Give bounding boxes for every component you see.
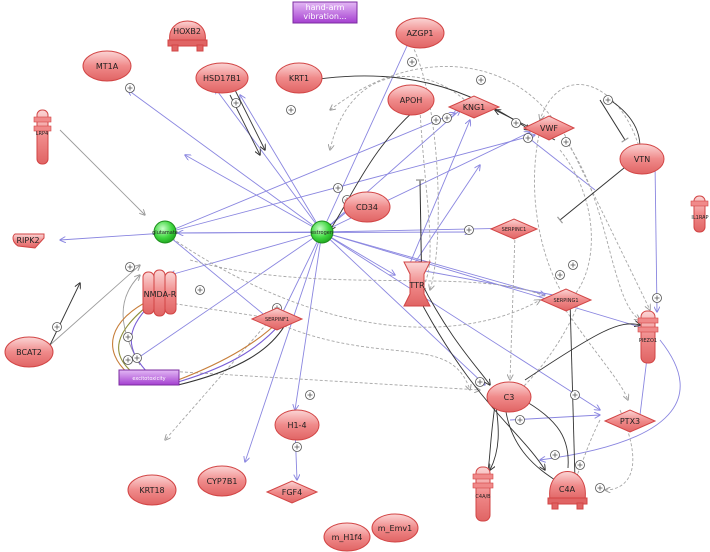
- node-apoh-label: APOH: [400, 96, 423, 105]
- node-m-emv1-label: m_Emv1: [378, 524, 412, 533]
- node-estrogen[interactable]: estrogen: [310, 220, 334, 244]
- node-mt1a[interactable]: MT1A: [82, 50, 132, 82]
- node-serping1[interactable]: SERPING1: [539, 288, 593, 312]
- node-kng1[interactable]: KNG1: [447, 95, 501, 119]
- node-cyp7b1[interactable]: CYP7B1: [197, 465, 247, 497]
- node-vtn-label: VTN: [634, 155, 650, 164]
- node-vtn[interactable]: VTN: [619, 143, 665, 175]
- node-left-receptor-label: LRP4: [36, 131, 48, 137]
- node-left-receptor[interactable]: LRP4: [33, 109, 52, 165]
- node-ttr[interactable]: TTR: [403, 261, 431, 307]
- edge-layer: [49, 35, 681, 493]
- node-fgf4-label: FGF4: [282, 488, 303, 497]
- node-azgp1[interactable]: AZGP1: [395, 17, 445, 49]
- node-cd34-label: CD34: [356, 203, 378, 212]
- node-m-emv1[interactable]: m_Emv1: [371, 513, 419, 543]
- node-ptx3[interactable]: PTX3: [603, 409, 657, 433]
- node-c4a[interactable]: C4A: [547, 471, 588, 510]
- node-right-receptor-label: IL1RAP: [691, 215, 708, 221]
- node-c3-label: C3: [504, 393, 515, 402]
- node-h1-4[interactable]: H1-4: [274, 409, 320, 441]
- node-hsd17b1-label: HSD17B1: [203, 74, 241, 83]
- node-h1-4-label: H1-4: [287, 421, 306, 430]
- node-right-receptor[interactable]: IL1RAP: [690, 195, 709, 233]
- phenotype-excitotoxicity-label: excitotoxicity: [132, 376, 165, 382]
- node-fgf4[interactable]: FGF4: [265, 480, 319, 504]
- node-serpinc1-label: SERPINC1: [502, 227, 527, 233]
- node-serpinc1[interactable]: SERPINC1: [489, 218, 539, 240]
- node-serpinf1[interactable]: SERPINF1: [250, 307, 304, 331]
- phenotype-excitotoxicity[interactable]: excitotoxicity: [118, 369, 180, 386]
- node-nmdar-label: NMDA-R: [144, 290, 177, 299]
- phenotype-hand-arm-vibration[interactable]: hand-arm vibration...: [292, 1, 358, 24]
- node-kng1-label: KNG1: [463, 103, 486, 112]
- node-ripk2[interactable]: RIPK2: [12, 233, 45, 249]
- node-ripk2-label: RIPK2: [16, 236, 39, 245]
- node-hoxb2-label: HOXB2: [173, 27, 201, 36]
- node-hsd17b1[interactable]: HSD17B1: [195, 62, 249, 94]
- node-serping1-label: SERPING1: [553, 298, 578, 304]
- node-krt1[interactable]: KRT1: [275, 62, 323, 94]
- node-glutamate-label: glutamate: [152, 230, 178, 236]
- node-bcat2-label: BCAT2: [16, 348, 42, 357]
- node-bcat2[interactable]: BCAT2: [4, 336, 54, 368]
- node-krt18-label: KRT18: [139, 486, 164, 495]
- node-c4a-label: C4A: [559, 485, 576, 494]
- node-right-channel-label: PIEZO1: [639, 338, 657, 344]
- node-apoh[interactable]: APOH: [387, 84, 435, 116]
- node-glutamate[interactable]: glutamate: [152, 220, 178, 244]
- node-azgp1-label: AZGP1: [406, 29, 433, 38]
- node-c3[interactable]: C3: [486, 381, 532, 413]
- node-mt1a-label: MT1A: [96, 62, 119, 71]
- node-ptx3-label: PTX3: [620, 417, 640, 426]
- node-m-h1f4[interactable]: m_H1f4: [323, 522, 371, 552]
- node-vwf-label: VWF: [540, 124, 558, 133]
- node-krt1-label: KRT1: [289, 74, 309, 83]
- node-nmdar[interactable]: NMDA-R: [142, 269, 177, 317]
- node-c4b[interactable]: C4A/B: [472, 466, 494, 522]
- node-m-h1f4-label: m_H1f4: [332, 533, 363, 542]
- node-c4b-label: C4A/B: [475, 494, 491, 500]
- node-right-channel[interactable]: PIEZO1: [637, 310, 659, 364]
- node-serpinf1-label: SERPINF1: [265, 317, 289, 323]
- node-ttr-label: TTR: [408, 281, 425, 290]
- node-vwf[interactable]: VWF: [522, 115, 576, 141]
- phenotype-hand-arm-vibration-label-line2: vibration...: [303, 12, 346, 21]
- node-krt18[interactable]: KRT18: [127, 474, 177, 506]
- node-estrogen-label: estrogen: [311, 230, 333, 236]
- node-cd34[interactable]: CD34: [343, 191, 391, 223]
- phenotype-hand-arm-vibration-label-line1: hand-arm: [306, 3, 345, 12]
- node-hoxb2[interactable]: HOXB2: [167, 20, 208, 52]
- node-cyp7b1-label: CYP7B1: [207, 477, 238, 486]
